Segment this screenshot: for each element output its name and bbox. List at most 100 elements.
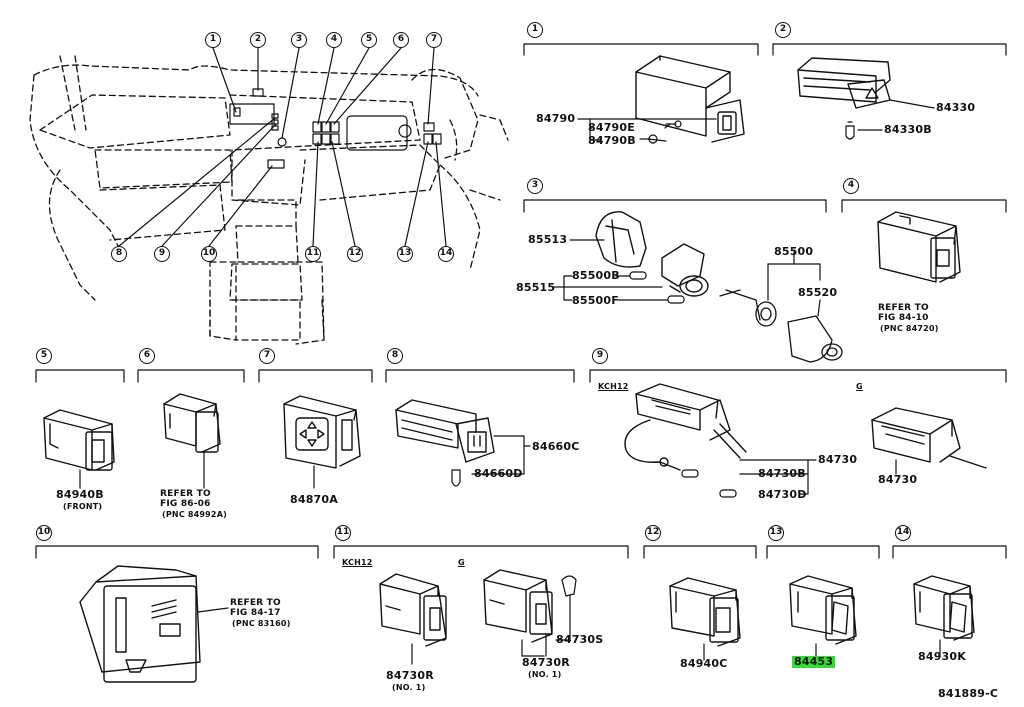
- s11-leaders: [521, 595, 571, 657]
- overview-details: [229, 88, 442, 169]
- part-10-display-panel: [79, 565, 201, 683]
- callout-5: 5: [361, 32, 377, 48]
- callout-1: 1: [205, 32, 221, 48]
- part-84730r-kch12: [379, 573, 447, 647]
- s1-leaders: [577, 118, 717, 142]
- variant-kch12: KCH12: [598, 382, 629, 391]
- part-number-84660c: 84660C: [532, 440, 580, 453]
- s9-leaders: [739, 459, 897, 495]
- part-84730s-bulb: [561, 575, 577, 597]
- part-number-84453: 84453: [792, 655, 836, 668]
- callout-6: 6: [393, 32, 409, 48]
- center-console-drawing: [209, 199, 325, 345]
- part-84730-g-switch: [871, 407, 987, 469]
- section-11-badge: 11: [335, 525, 351, 541]
- part-84330-switch-drawing: [797, 57, 891, 109]
- part-number-84730s: 84730S: [556, 633, 604, 646]
- s3-leaders: [553, 239, 821, 317]
- section-2-badge: 2: [775, 22, 791, 38]
- part-number-85500f: 85500F: [572, 294, 619, 307]
- refer-line-1: REFER TO: [230, 598, 281, 608]
- part-84660d-bulb: [451, 469, 461, 487]
- part-6-switch: [163, 393, 221, 453]
- part-number-84330: 84330: [936, 101, 976, 114]
- section-3-badge: 3: [527, 178, 543, 194]
- callout-9: 9: [154, 246, 170, 262]
- part-number-84930k: 84930K: [918, 650, 966, 663]
- part-85515-socket: [661, 243, 709, 297]
- section-12-badge: 12: [645, 525, 661, 541]
- part-number-84730-g: 84730: [878, 473, 918, 486]
- part-number-84790e: 84790E: [588, 121, 635, 134]
- section-5-badge: 5: [36, 348, 52, 364]
- callout-4: 4: [326, 32, 342, 48]
- part-number-85500b: 85500B: [572, 269, 620, 282]
- section-8-badge: 8: [387, 348, 403, 364]
- part-number-84870a: 84870A: [290, 493, 338, 506]
- dashboard-overview-drawing: [29, 55, 509, 301]
- section-4-badge: 4: [843, 178, 859, 194]
- part-number-85515: 85515: [516, 281, 556, 294]
- part-84940b-switch: [43, 409, 115, 471]
- callout-3: 3: [291, 32, 307, 48]
- no1-note: (NO. 1): [392, 683, 426, 692]
- part-84730r-g: [483, 569, 553, 643]
- section-9-badge: 9: [592, 348, 608, 364]
- part-number-85520: 85520: [798, 286, 838, 299]
- s9-bulbs: [681, 469, 737, 498]
- callout-12: 12: [347, 246, 363, 262]
- section-7-badge: 7: [259, 348, 275, 364]
- part-number-85500: 85500: [774, 245, 814, 258]
- variant-kch12: KCH12: [342, 558, 373, 567]
- overview-leader-lines: [118, 47, 447, 247]
- s2-leaders: [857, 99, 935, 131]
- refer-line-2: FIG 84-10: [878, 313, 929, 323]
- section-1-badge: 1: [527, 22, 543, 38]
- part-84790-switch-drawing: [635, 55, 745, 143]
- part-84330b-bulb: [845, 121, 855, 140]
- callout-13: 13: [397, 246, 413, 262]
- section-10-badge: 10: [36, 525, 52, 541]
- part-number-84940b: 84940B: [56, 488, 104, 501]
- refer-line-1: REFER TO: [878, 303, 929, 313]
- refer-line-3: (PNC 83160): [232, 619, 291, 628]
- section-13-badge: 13: [768, 525, 784, 541]
- part-84660c-switch: [395, 399, 495, 463]
- refer-line-3: (PNC 84720): [880, 324, 939, 333]
- variant-g: G: [856, 382, 863, 391]
- section-brackets: [35, 43, 1007, 559]
- diagram-id: 841889-C: [938, 687, 999, 700]
- part-number-84940c: 84940C: [680, 657, 728, 670]
- part-84940c-switch: [669, 577, 741, 647]
- part-number-84790: 84790: [536, 112, 576, 125]
- section-14-badge: 14: [895, 525, 911, 541]
- callout-14: 14: [438, 246, 454, 262]
- callout-8: 8: [111, 246, 127, 262]
- part-number-84730b: 84730B: [758, 467, 806, 480]
- part-number-84730: 84730: [818, 453, 858, 466]
- part-85500-lighter: [719, 289, 843, 363]
- part-number-84660d: 84660D: [474, 467, 523, 480]
- callout-7: 7: [426, 32, 442, 48]
- section-6-badge: 6: [139, 348, 155, 364]
- s8-leaders: [471, 435, 531, 475]
- refer-line-3: (PNC 84992A): [162, 510, 227, 519]
- part-number-85513: 85513: [528, 233, 568, 246]
- part-number-84790b: 84790B: [588, 134, 636, 147]
- no1-note: (NO. 1): [528, 670, 562, 679]
- variant-g: G: [458, 558, 465, 567]
- part-number-84730r-kch12: 84730R: [386, 669, 434, 682]
- part-number-84730r-g: 84730R: [522, 656, 570, 669]
- part-number-84730d: 84730D: [758, 488, 807, 501]
- part-84453-switch: [789, 575, 857, 645]
- refer-line-1: REFER TO: [160, 489, 211, 499]
- part-84930k-switch: [913, 575, 975, 641]
- front-note: (FRONT): [63, 502, 103, 511]
- refer-line-2: FIG 84-17: [230, 608, 281, 618]
- callout-2: 2: [250, 32, 266, 48]
- part-4-switch: [877, 211, 961, 283]
- part-84870a-mirror-switch: [283, 395, 361, 469]
- callout-10: 10: [201, 246, 217, 262]
